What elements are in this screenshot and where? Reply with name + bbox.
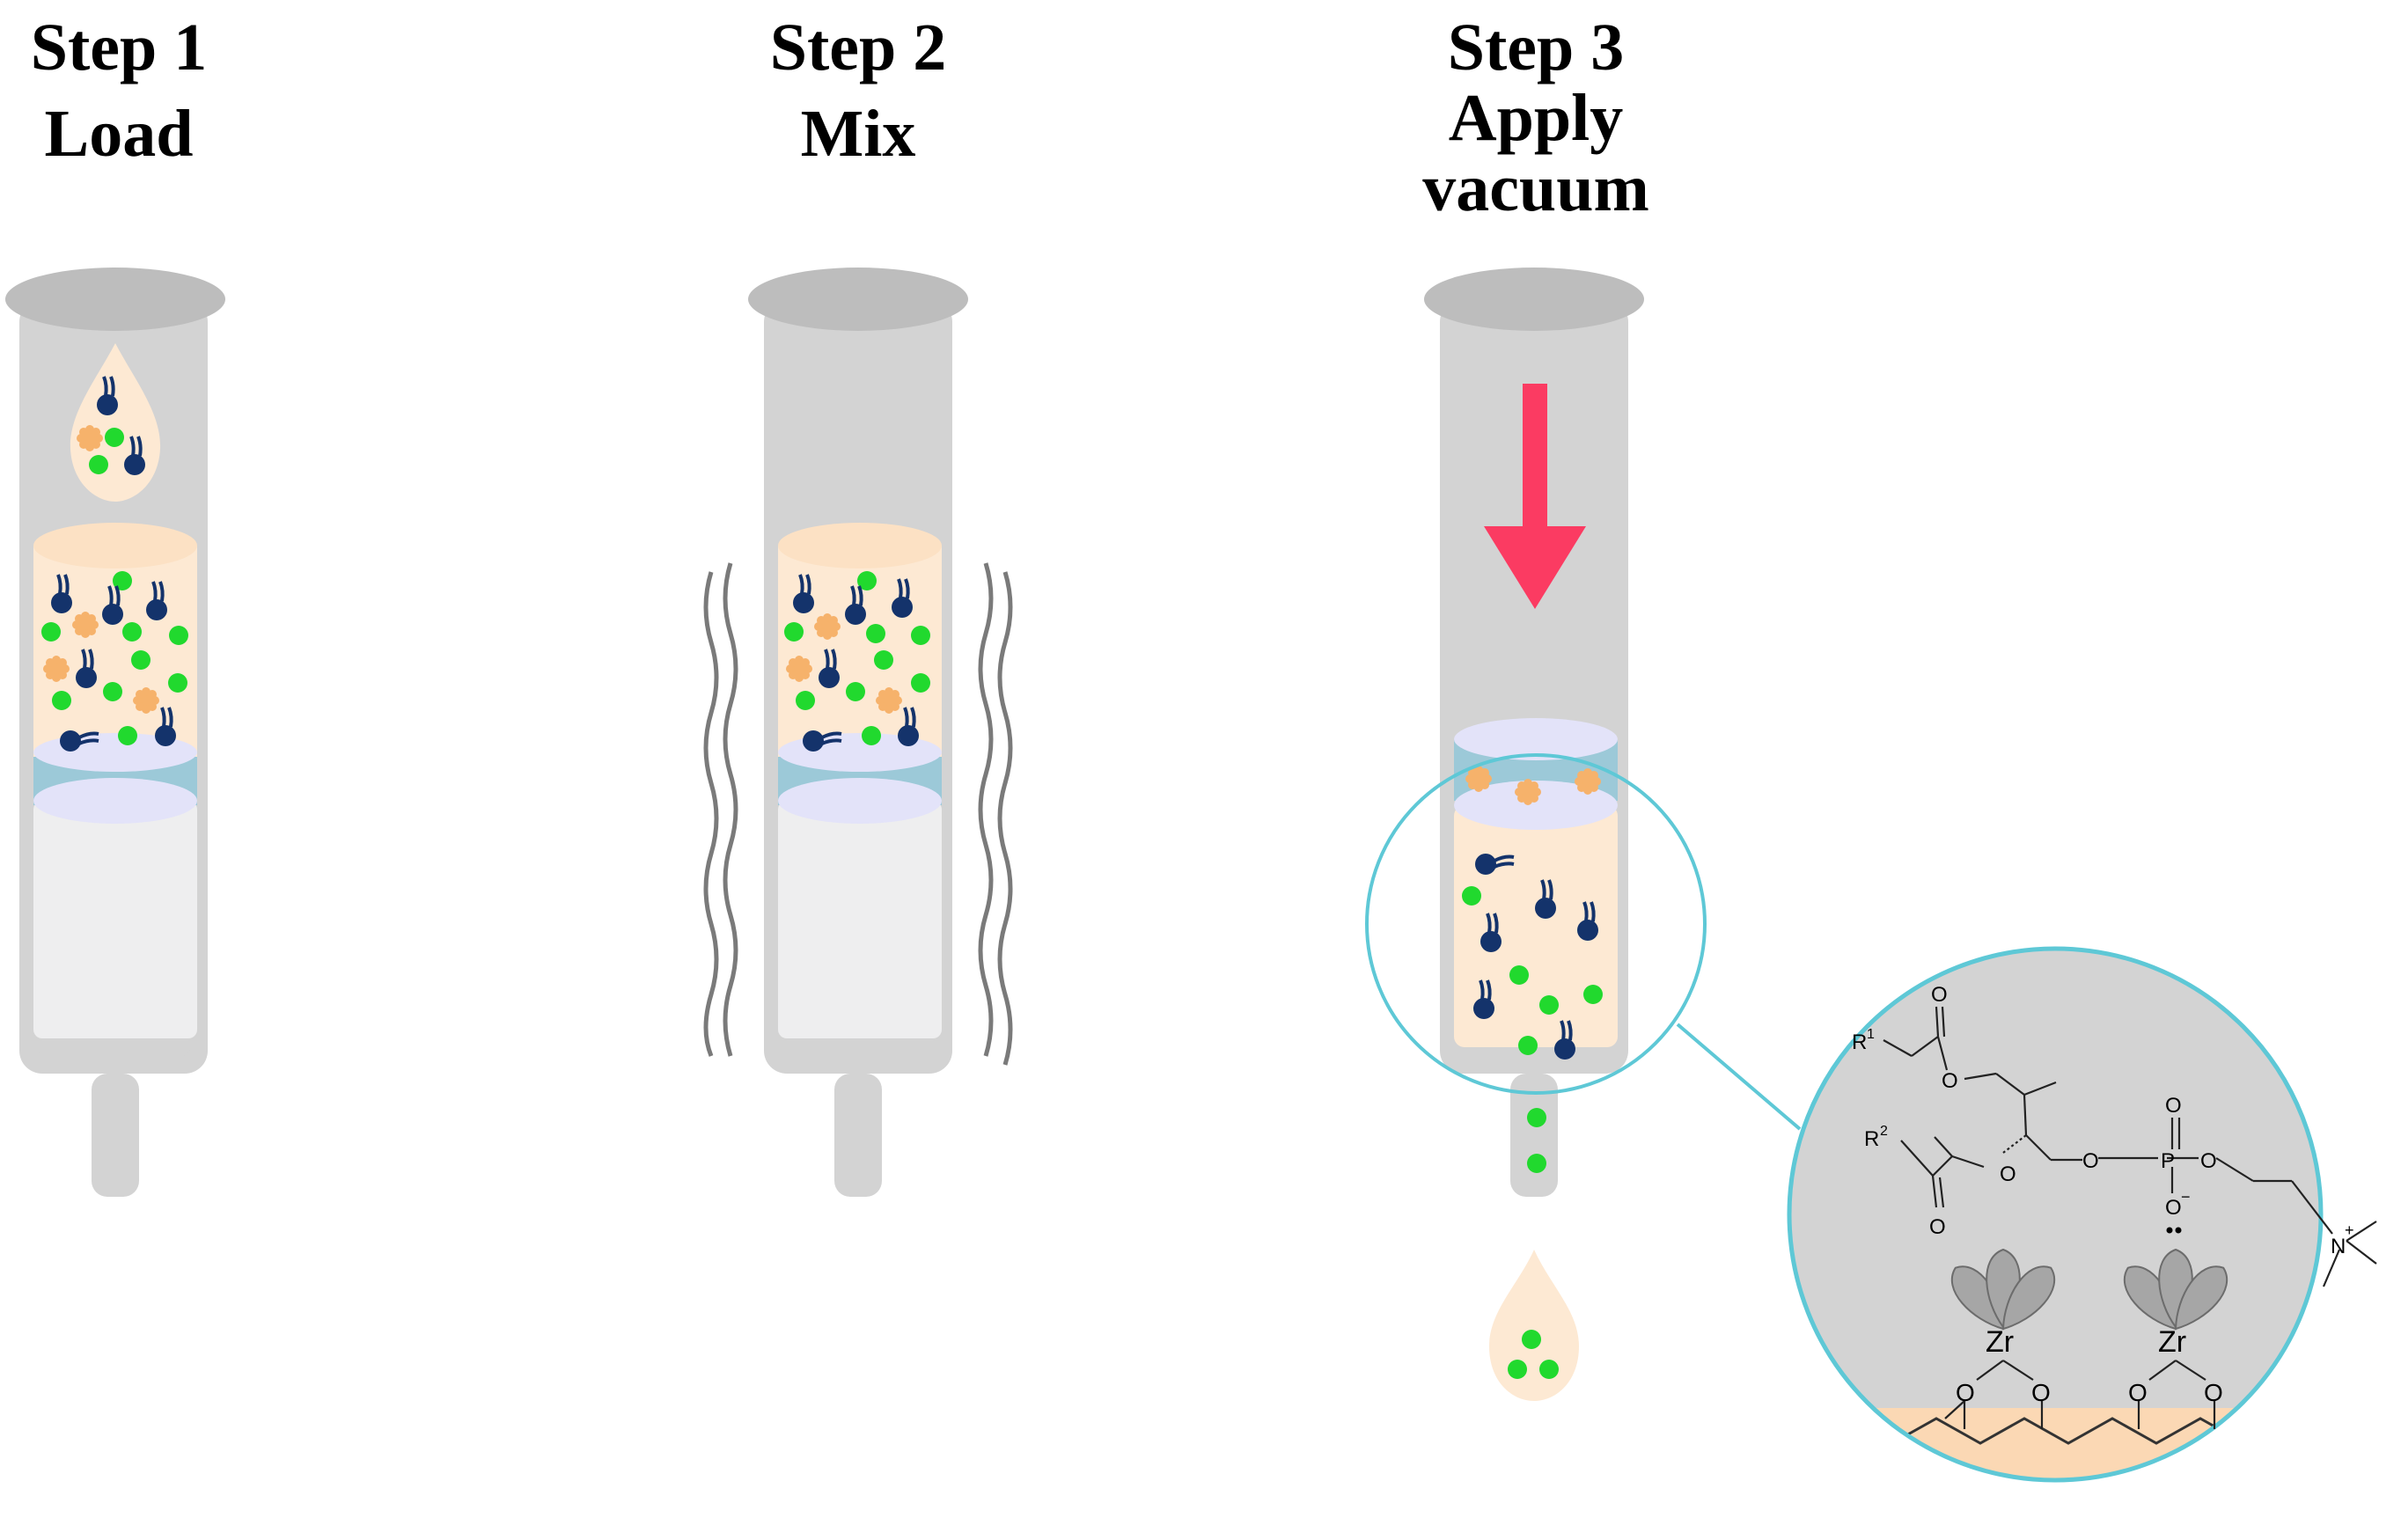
r2-label: R xyxy=(1864,1127,1879,1151)
ester-oxygen-2: O xyxy=(2000,1162,2016,1186)
frit-top xyxy=(33,778,197,824)
zoom-detail-background xyxy=(1789,949,2321,1480)
carbonyl-oxygen-2: O xyxy=(1929,1215,1946,1239)
carbonyl-oxygen-1: O xyxy=(1931,983,1948,1007)
shake-lines-right xyxy=(978,562,1013,1066)
step-3-action-2: vacuum xyxy=(1422,151,1649,225)
phosphate-oxygen-right: O xyxy=(2200,1149,2217,1173)
step-1-action: Load xyxy=(44,97,194,171)
step-1-title: Step 1 Load xyxy=(0,12,304,169)
step-2-title: Step 2 Mix xyxy=(673,12,1043,169)
column-tip xyxy=(834,1074,882,1197)
sample-surface xyxy=(33,523,197,568)
zr-oxygen-2a: O xyxy=(2128,1379,2148,1406)
step-3-label: Step 3 xyxy=(1447,11,1625,84)
frit-top xyxy=(778,778,942,824)
packing-bed xyxy=(778,801,942,1038)
step-2-action: Mix xyxy=(800,97,916,171)
zoom-detail: R 1 O O R 2 O O O P O O O − N + Zr Zr O … xyxy=(1787,946,2377,1483)
phosphate-oxygen-anion: O xyxy=(2165,1196,2182,1220)
shake-lines-left xyxy=(703,562,738,1057)
lone-pair-dot xyxy=(2175,1227,2182,1234)
zoom-detail-border xyxy=(1787,946,2324,1483)
phosphate-oxygen-left: O xyxy=(2082,1149,2099,1173)
cation-charge: + xyxy=(2345,1221,2354,1239)
column-tip xyxy=(92,1074,139,1197)
vacuum-arrow-icon xyxy=(1484,384,1586,609)
eluate-droplet xyxy=(1489,1250,1579,1401)
packing-bed xyxy=(33,801,197,1038)
frit-top xyxy=(1454,718,1618,760)
step-3-column xyxy=(1365,268,1802,1401)
zoom-connector xyxy=(1676,1023,1802,1131)
sample-surface xyxy=(778,523,942,568)
lone-pair-dot xyxy=(2166,1227,2173,1234)
ester-oxygen-1: O xyxy=(1942,1069,1958,1093)
r1-superscript: 1 xyxy=(1867,1027,1875,1042)
packing-top xyxy=(1454,781,1618,830)
zirconium-label-2: Zr xyxy=(2158,1325,2186,1359)
step-2-label: Step 2 xyxy=(769,11,947,84)
zr-oxygen-2b: O xyxy=(2204,1379,2223,1406)
zr-oxygen-1a: O xyxy=(1956,1379,1975,1406)
step-3-title: Step 3 Apply vacuum xyxy=(1351,12,1721,224)
support-surface xyxy=(1789,1408,2321,1480)
column-rim xyxy=(748,268,968,331)
r1-label: R xyxy=(1852,1030,1867,1054)
anion-charge: − xyxy=(2181,1188,2191,1206)
phosphorus-label: P xyxy=(2161,1149,2175,1173)
step-3-action: Apply xyxy=(1448,81,1624,155)
step-2-column xyxy=(703,268,1013,1197)
r2-superscript: 2 xyxy=(1880,1124,1888,1139)
nitrogen-label: N xyxy=(2331,1235,2346,1258)
phosphate-oxygen-top: O xyxy=(2165,1094,2182,1118)
zr-oxygen-1b: O xyxy=(2031,1379,2051,1406)
zirconium-label-1: Zr xyxy=(1986,1325,2014,1359)
molecule-labels: R 1 O O R 2 O O O P O O O − N + Zr Zr O … xyxy=(1852,983,2354,1406)
step-1-label: Step 1 xyxy=(30,11,208,84)
molecule-bonds xyxy=(1883,1006,2377,1429)
column-rim xyxy=(1424,268,1644,331)
step-1-column xyxy=(5,268,225,1197)
column-rim xyxy=(5,268,225,331)
zoom-source-circle xyxy=(1365,753,1707,1095)
